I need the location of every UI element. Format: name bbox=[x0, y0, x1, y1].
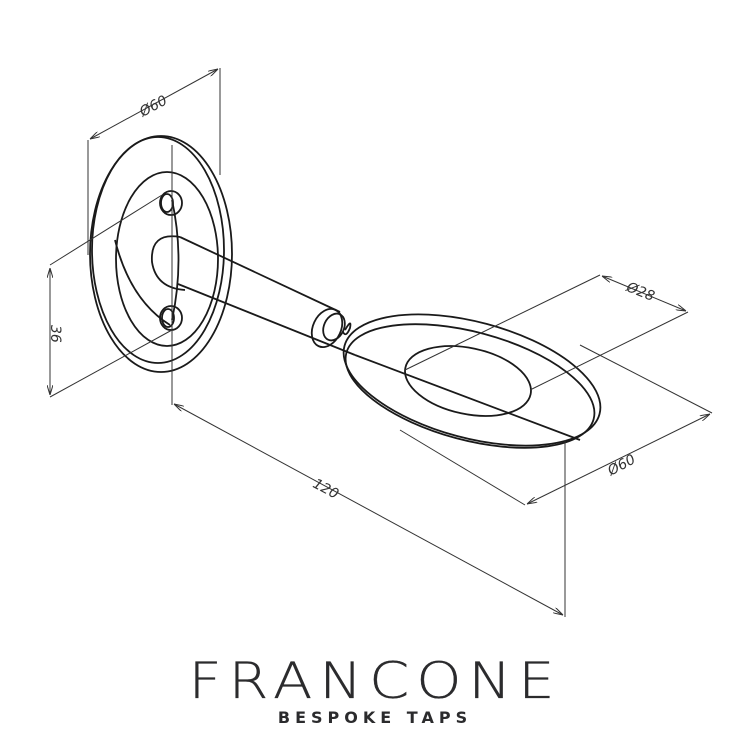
dim-spout-outer-diameter: Ø60 bbox=[604, 452, 638, 480]
dim-projection-length: 120 bbox=[310, 476, 341, 503]
dim-back-plate-diameter: Ø60 bbox=[136, 93, 170, 121]
dim-screw-spacing: 36 bbox=[47, 325, 63, 343]
dim-spout-inner-diameter: Ø28 bbox=[623, 279, 657, 305]
dimension-lines bbox=[50, 68, 713, 617]
brand-tagline: BESPOKE TAPS bbox=[277, 708, 473, 727]
brand-logo-name: FRANCONE bbox=[188, 652, 562, 710]
spout-pipe bbox=[177, 236, 356, 356]
screw-hole-top bbox=[159, 190, 183, 216]
spout-bowl bbox=[342, 313, 602, 449]
